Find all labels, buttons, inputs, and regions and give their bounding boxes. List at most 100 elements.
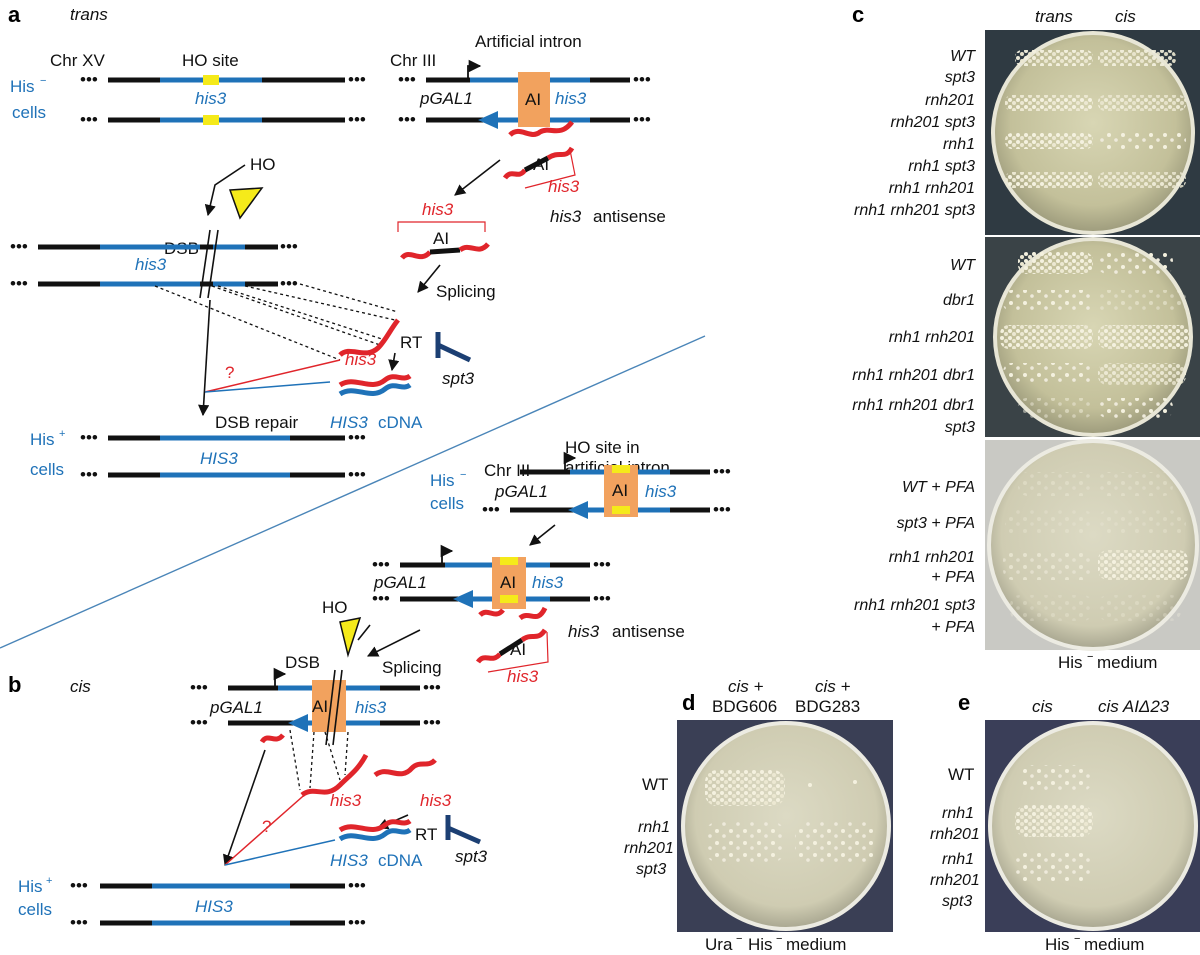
ai-label-a2: AI (533, 155, 549, 174)
p1-row-wt: WT (950, 48, 976, 65)
e-wt-cis (1022, 765, 1092, 791)
his3-red-a3: his3 (345, 350, 377, 369)
p1-row-spt3: spt3 (945, 69, 975, 86)
his3-label-a1: his3 (195, 89, 227, 108)
panel-a-letter: a (8, 2, 21, 27)
panel-e-letter: e (958, 690, 970, 715)
splicing-label-a: Splicing (436, 282, 496, 301)
e-row-spt3: spt3 (942, 893, 972, 910)
svg-text:•••: ••• (280, 274, 298, 293)
svg-text:•••: ••• (713, 462, 731, 481)
ho-label-a: HO (250, 155, 276, 174)
p2-row-dbr1: dbr1 (943, 292, 975, 309)
his3-red-b2: his3 (330, 791, 362, 810)
svg-text:•••: ••• (372, 589, 390, 608)
cdna-label-b: cDNA (378, 851, 423, 870)
svg-text:•••: ••• (593, 589, 611, 608)
chr3-label-b: Chr III (484, 461, 530, 480)
ai-label-a: AI (525, 90, 541, 109)
col-cis: cis (1115, 7, 1136, 26)
chr15-dna-top: ••• ••• (80, 70, 366, 89)
panel-e: e cis cis AIΔ23 WT rnh1 rnh201 rnh1 rnh2… (930, 690, 1200, 954)
svg-text:•••: ••• (633, 110, 651, 129)
cdna-label-a: cDNA (378, 413, 423, 432)
rt-label-a: RT (400, 333, 422, 352)
panel-b-mode: cis (70, 677, 91, 696)
d-mutant-bdg606 (705, 822, 785, 862)
medium-e-sup: − (1074, 933, 1080, 945)
p3-row-rnh1-rnh201-spt3-pfa: rnh1 rnh201 spt3 (854, 597, 975, 614)
his3-repaired-b-top: ••• ••• (70, 876, 366, 895)
medium-c-word: medium (1097, 653, 1157, 672)
e-row-rnh1-b: rnh1 (942, 851, 974, 868)
antisense-label-a: antisense (593, 207, 666, 226)
d-row-rnh1: rnh1 (638, 819, 670, 836)
e-row-wt: WT (948, 765, 974, 784)
pgal1-label-b2: pGAL1 (373, 573, 427, 592)
e-row-rnh201-a: rnh201 (930, 826, 980, 843)
plate3-streaks (1003, 472, 1188, 621)
medium-e-word: medium (1084, 935, 1144, 954)
spt3-inhibitor-b (445, 815, 482, 845)
p2-row-rnh1-rnh201: rnh1 rnh201 (889, 329, 975, 346)
plate3-row-labels: WT + PFA spt3 + PFA rnh1 rnh201 + PFA rn… (854, 479, 975, 636)
e-rnh-cis (1015, 805, 1093, 837)
pgal1-label-b3: pGAL1 (209, 698, 263, 717)
d-col2-line2: BDG283 (795, 697, 860, 716)
svg-text:•••: ••• (593, 555, 611, 574)
svg-text:•••: ••• (80, 465, 98, 484)
d-col2-line1: cis + (815, 677, 851, 696)
cells-b1: cells (430, 494, 464, 513)
chr15-label: Chr XV (50, 51, 105, 70)
medium-d2: His (748, 935, 773, 954)
question-mark-a: ? (225, 363, 234, 382)
dsb-label-b: DSB (285, 653, 320, 672)
p3-row-spt3-pfa: spt3 + PFA (897, 515, 975, 532)
ho-site-label: HO site (182, 51, 239, 70)
svg-text:•••: ••• (190, 713, 208, 732)
d-col1-line1: cis + (728, 677, 764, 696)
ho-triangle-a (228, 187, 264, 220)
e-row-rnh1-a: rnh1 (942, 805, 974, 822)
his3-repaired-dna-top: ••• ••• (80, 428, 366, 447)
HIS3-label-a: HIS3 (200, 449, 238, 468)
e-row-rnh201-b: rnh201 (930, 872, 980, 889)
his-plus-sup-b: + (46, 875, 52, 887)
cells-a1: cells (12, 103, 46, 122)
medium-d2-sup: − (776, 933, 782, 945)
p1-row-rnh201-spt3: rnh201 spt3 (890, 114, 975, 131)
p2-row-rnh1-rnh201-dbr1: rnh1 rnh201 dbr1 (852, 367, 975, 384)
dsb-dna-top: ••• ••• (10, 237, 298, 256)
ho-label-b: HO (322, 598, 348, 617)
svg-text:•••: ••• (348, 428, 366, 447)
his-plus-b: His (18, 877, 43, 896)
rt-label-b: RT (415, 825, 437, 844)
panel-c-letter: c (852, 2, 864, 27)
medium-c-sup: − (1087, 651, 1093, 663)
svg-text:•••: ••• (348, 876, 366, 895)
svg-text:•••: ••• (713, 500, 731, 519)
ai-label-a3: AI (433, 229, 449, 248)
panel-b-letter: b (8, 672, 21, 697)
medium-d-word: medium (786, 935, 846, 954)
his-minus-sup-b: − (460, 469, 466, 481)
artificial-intron-label: Artificial intron (475, 32, 582, 51)
his3-red-a1: his3 (548, 177, 580, 196)
d-row-wt: WT (642, 775, 668, 794)
his3-antisense-b: his3 (568, 622, 600, 641)
his3-repaired-dna-bottom: ••• ••• (80, 465, 366, 484)
svg-text:•••: ••• (633, 70, 651, 89)
HIS3-label-b: HIS3 (195, 897, 233, 916)
p1-row-rnh1-rnh201: rnh1 rnh201 (889, 180, 975, 197)
his3-red-b3: his3 (420, 791, 452, 810)
chr3-dna-b2-top: ••• ••• (372, 544, 611, 574)
svg-text:•••: ••• (10, 237, 28, 256)
pgal1-label-b1: pGAL1 (494, 482, 548, 501)
his3-red-a2: his3 (422, 200, 454, 219)
svg-text:•••: ••• (80, 428, 98, 447)
p2-row-rnh1-rnh201-dbr1-b: rnh1 rnh201 dbr1 (852, 397, 975, 414)
his-minus-sup-a: − (40, 75, 46, 87)
his3-label-b3: his3 (355, 698, 387, 717)
svg-text:•••: ••• (348, 465, 366, 484)
svg-text:•••: ••• (348, 70, 366, 89)
